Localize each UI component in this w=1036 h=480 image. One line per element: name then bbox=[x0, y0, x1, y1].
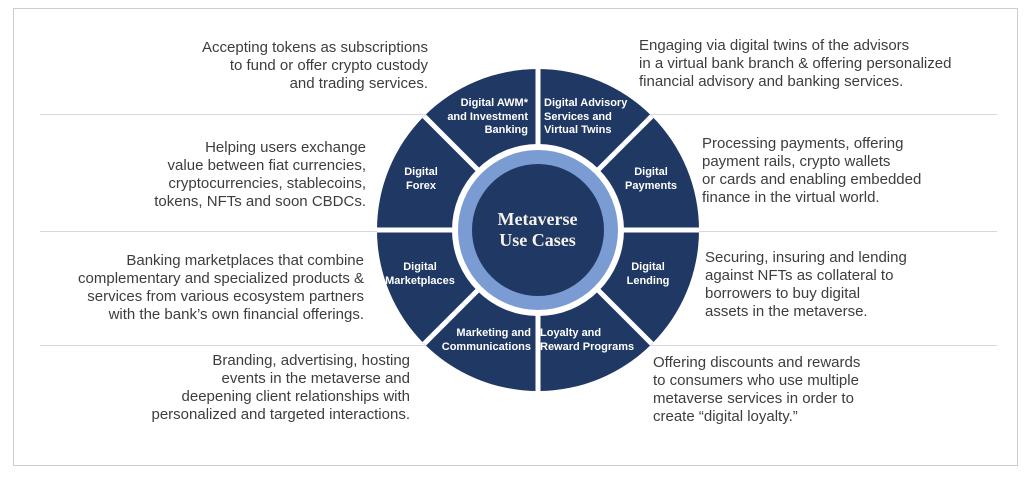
wheel-center-disc bbox=[472, 164, 604, 296]
annotation-digital-lending: Securing, insuring and lending against N… bbox=[705, 249, 907, 320]
segment-label-digital-advisory: Digital Advisory Services and Virtual Tw… bbox=[544, 97, 628, 136]
annotation-marketing-communications: Branding, advertising, hosting events in… bbox=[151, 352, 410, 423]
wheel-center-label: Metaverse Use Cases bbox=[497, 209, 578, 250]
segment-label-digital-awm: Digital AWM* and Investment Banking bbox=[447, 97, 528, 136]
annotation-digital-awm: Accepting tokens as subscriptions to fun… bbox=[202, 39, 428, 92]
segment-label-marketing: Marketing and Communications bbox=[441, 327, 531, 353]
segment-label-loyalty: Loyalty and Reward Programs bbox=[540, 327, 635, 353]
annotation-digital-forex: Helping users exchange value between fia… bbox=[154, 139, 366, 210]
segment-label-digital-payments: Digital Payments bbox=[625, 166, 677, 192]
annotation-loyalty-rewards: Offering discounts and rewards to consum… bbox=[653, 354, 861, 425]
segment-label-digital-forex: Digital Forex bbox=[404, 166, 438, 192]
segment-label-digital-lending: Digital Lending bbox=[626, 261, 670, 287]
annotation-digital-advisory: Engaging via digital twins of the adviso… bbox=[639, 37, 952, 90]
annotation-digital-marketplaces: Banking marketplaces that combine comple… bbox=[78, 252, 364, 323]
annotation-digital-payments: Processing payments, offering payment ra… bbox=[702, 135, 922, 206]
segment-label-digital-marketplaces: Digital Marketplaces bbox=[385, 261, 455, 287]
use-case-wheel bbox=[377, 69, 699, 391]
